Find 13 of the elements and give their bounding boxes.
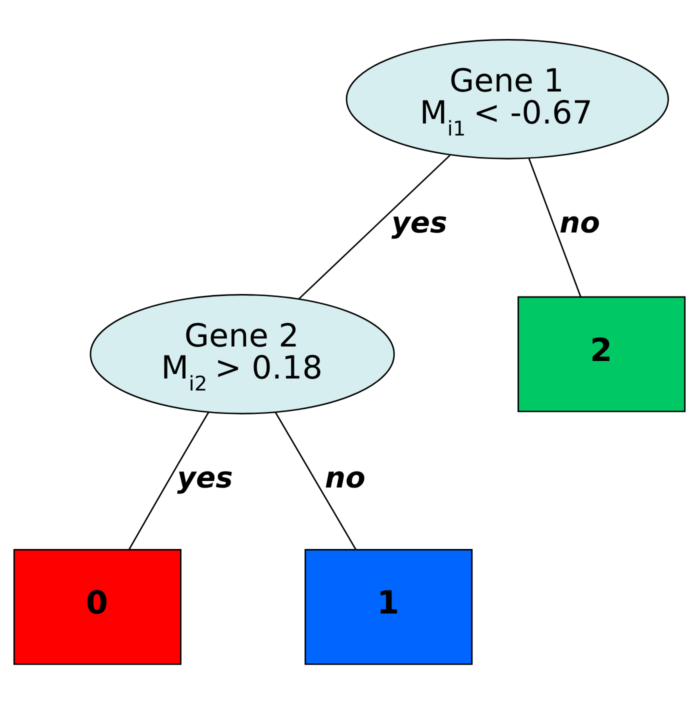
connector — [298, 154, 450, 300]
edge-label: no — [324, 460, 366, 494]
edge-label: yes — [392, 205, 448, 239]
edge-label: no — [560, 205, 600, 239]
node-ellipse: Gene 1 M$_{i1}$ < -0.67 — [346, 38, 669, 159]
node-box: 0 — [13, 548, 182, 664]
connector — [128, 411, 210, 550]
node-box: 1 — [304, 548, 473, 664]
connector — [274, 411, 356, 550]
node-box: 2 — [518, 296, 686, 412]
edge-label: yes — [177, 460, 233, 494]
node-ellipse: Gene 2 M$_{i2}$ > 0.18 — [90, 294, 395, 414]
connector — [528, 158, 582, 297]
